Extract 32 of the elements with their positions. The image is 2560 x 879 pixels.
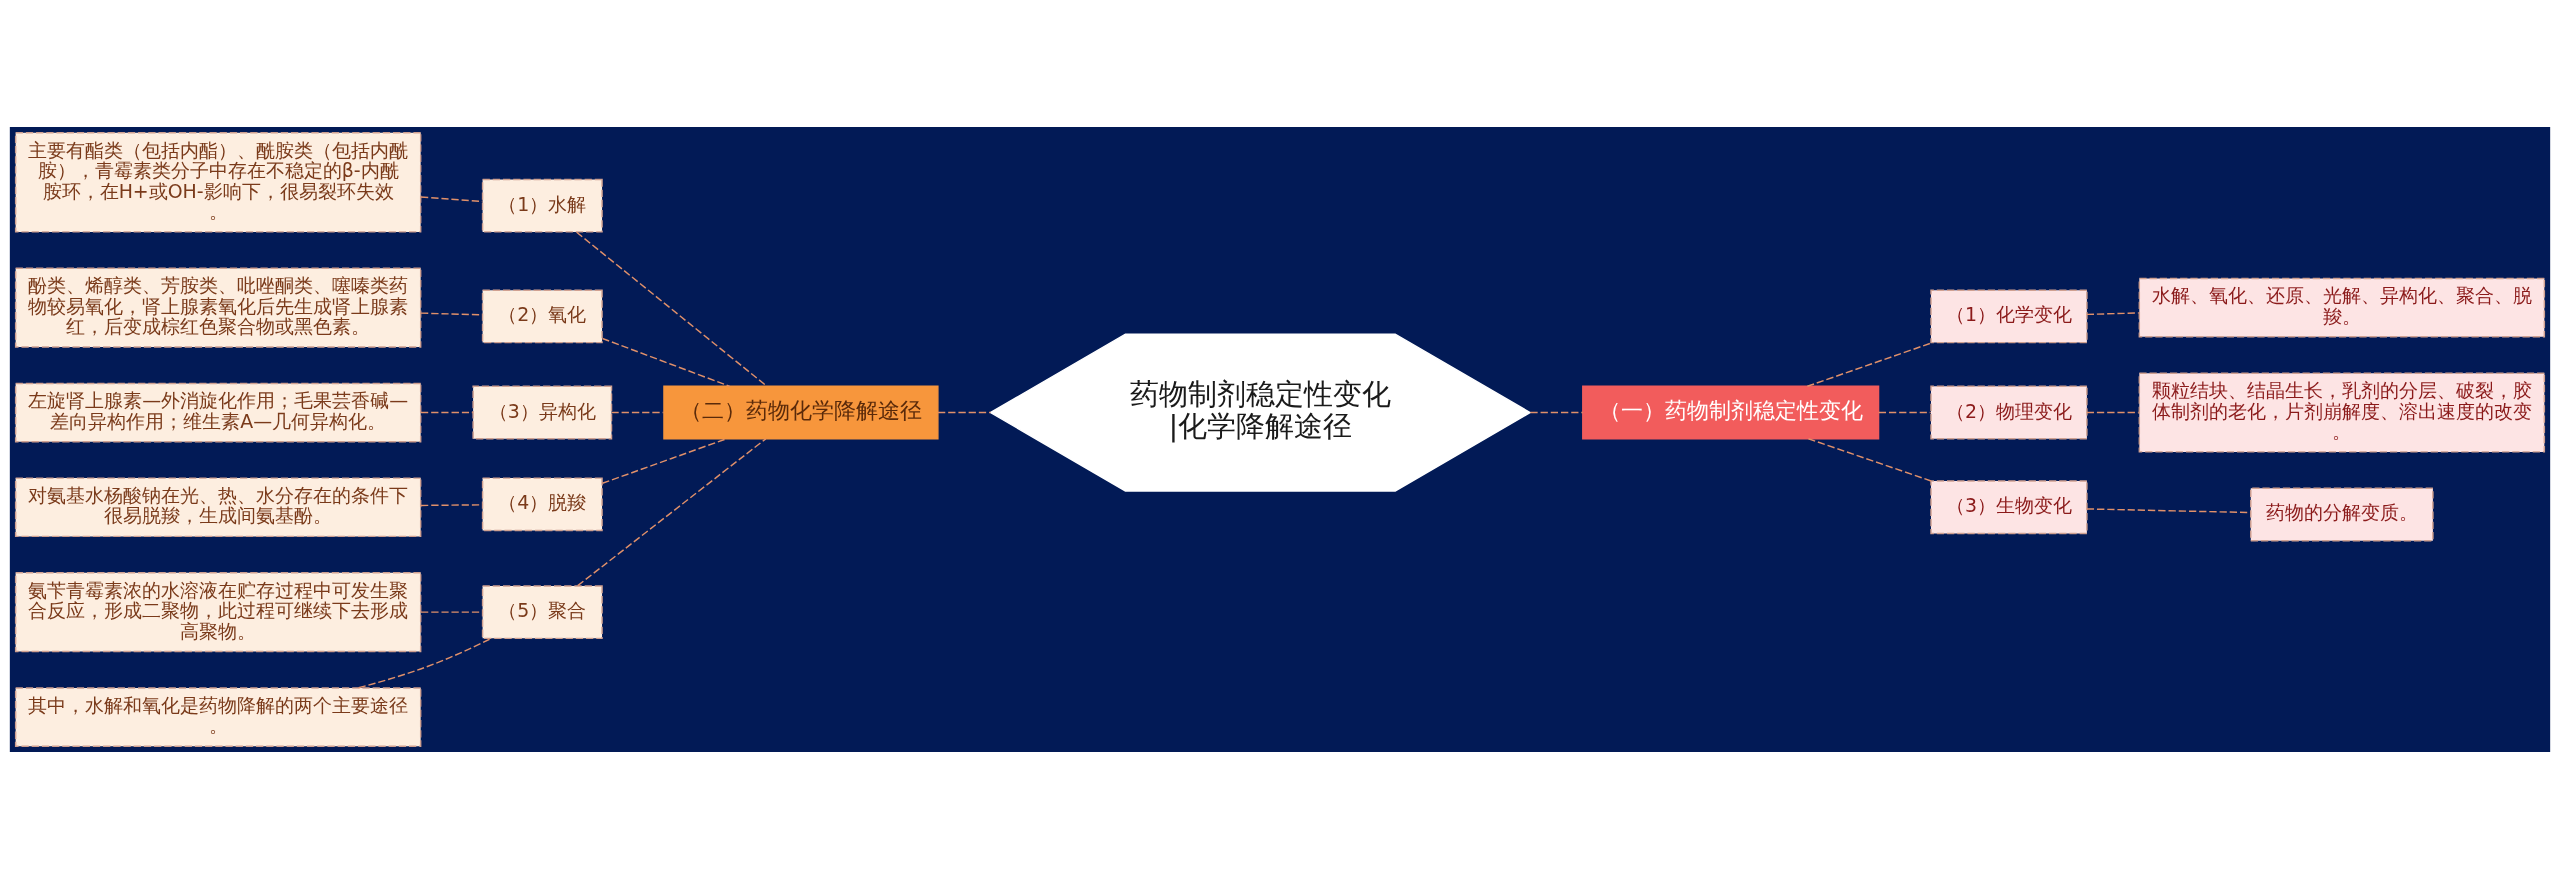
node-box: 主要有酯类（包括内酯）、酰胺类（包括内酰胺），青霉素类分子中存在不稳定的β-内酰胺环，在H+或OH-影响下，很易裂环失效。 xyxy=(14,132,422,233)
connector xyxy=(601,337,731,388)
node-box: （1）水解 xyxy=(481,178,603,233)
node-box: （5）聚合 xyxy=(481,585,603,640)
connector xyxy=(2086,312,2140,316)
node-box: 其中，水解和氧化是药物降解的两个主要途径。 xyxy=(14,687,422,747)
connector xyxy=(937,411,992,414)
node-box: （3）生物变化 xyxy=(1930,480,2088,535)
node-box: 水解、氧化、还原、光解、异构化、聚合、脱羧。 xyxy=(2138,277,2546,338)
node-box: （3）异构化 xyxy=(472,385,613,440)
connector xyxy=(610,411,665,414)
node-box: （2）物理变化 xyxy=(1930,385,2088,440)
connector xyxy=(1877,411,1932,414)
node-box: 颗粒结块、结晶生长，乳剂的分层、破裂，胶体制剂的老化，片剂崩解度、溶出速度的改变。 xyxy=(2138,372,2546,453)
node-box: （一）药物制剂稳定性变化 xyxy=(1582,385,1880,440)
node-box: 左旋肾上腺素—外消旋化作用；毛果芸香碱—差向异构作用；维生素A—几何异构化。 xyxy=(14,382,422,443)
node-box: 对氨基水杨酸钠在光、热、水分存在的条件下很易脱羧，生成间氨基酚。 xyxy=(14,477,422,538)
connector xyxy=(1807,438,1932,482)
connector xyxy=(420,411,474,414)
connector xyxy=(601,438,727,484)
connector xyxy=(357,637,492,689)
node-box: （4）脱羧 xyxy=(481,477,603,532)
node-box: 酚类、烯醇类、芳胺类、吡唑酮类、噻嗪类药物较易氧化，肾上腺素氧化后先生成肾上腺素红，后变成棕红色聚合物或黑色素。 xyxy=(14,267,422,348)
node-box: （二）药物化学降解途径 xyxy=(663,385,939,440)
connector xyxy=(2086,411,2140,414)
node-box: 药物的分解变质。 xyxy=(2250,487,2434,542)
connector xyxy=(575,231,768,387)
connector xyxy=(1529,411,1584,414)
connector xyxy=(577,438,767,587)
node-box: （2）氧化 xyxy=(481,289,603,344)
node-box: 氨苄青霉素浓的水溶液在贮存过程中可发生聚合反应，形成二聚物，此过程可继续下去形成高聚物。 xyxy=(14,572,422,653)
node-box: （1）化学变化 xyxy=(1930,289,2088,344)
